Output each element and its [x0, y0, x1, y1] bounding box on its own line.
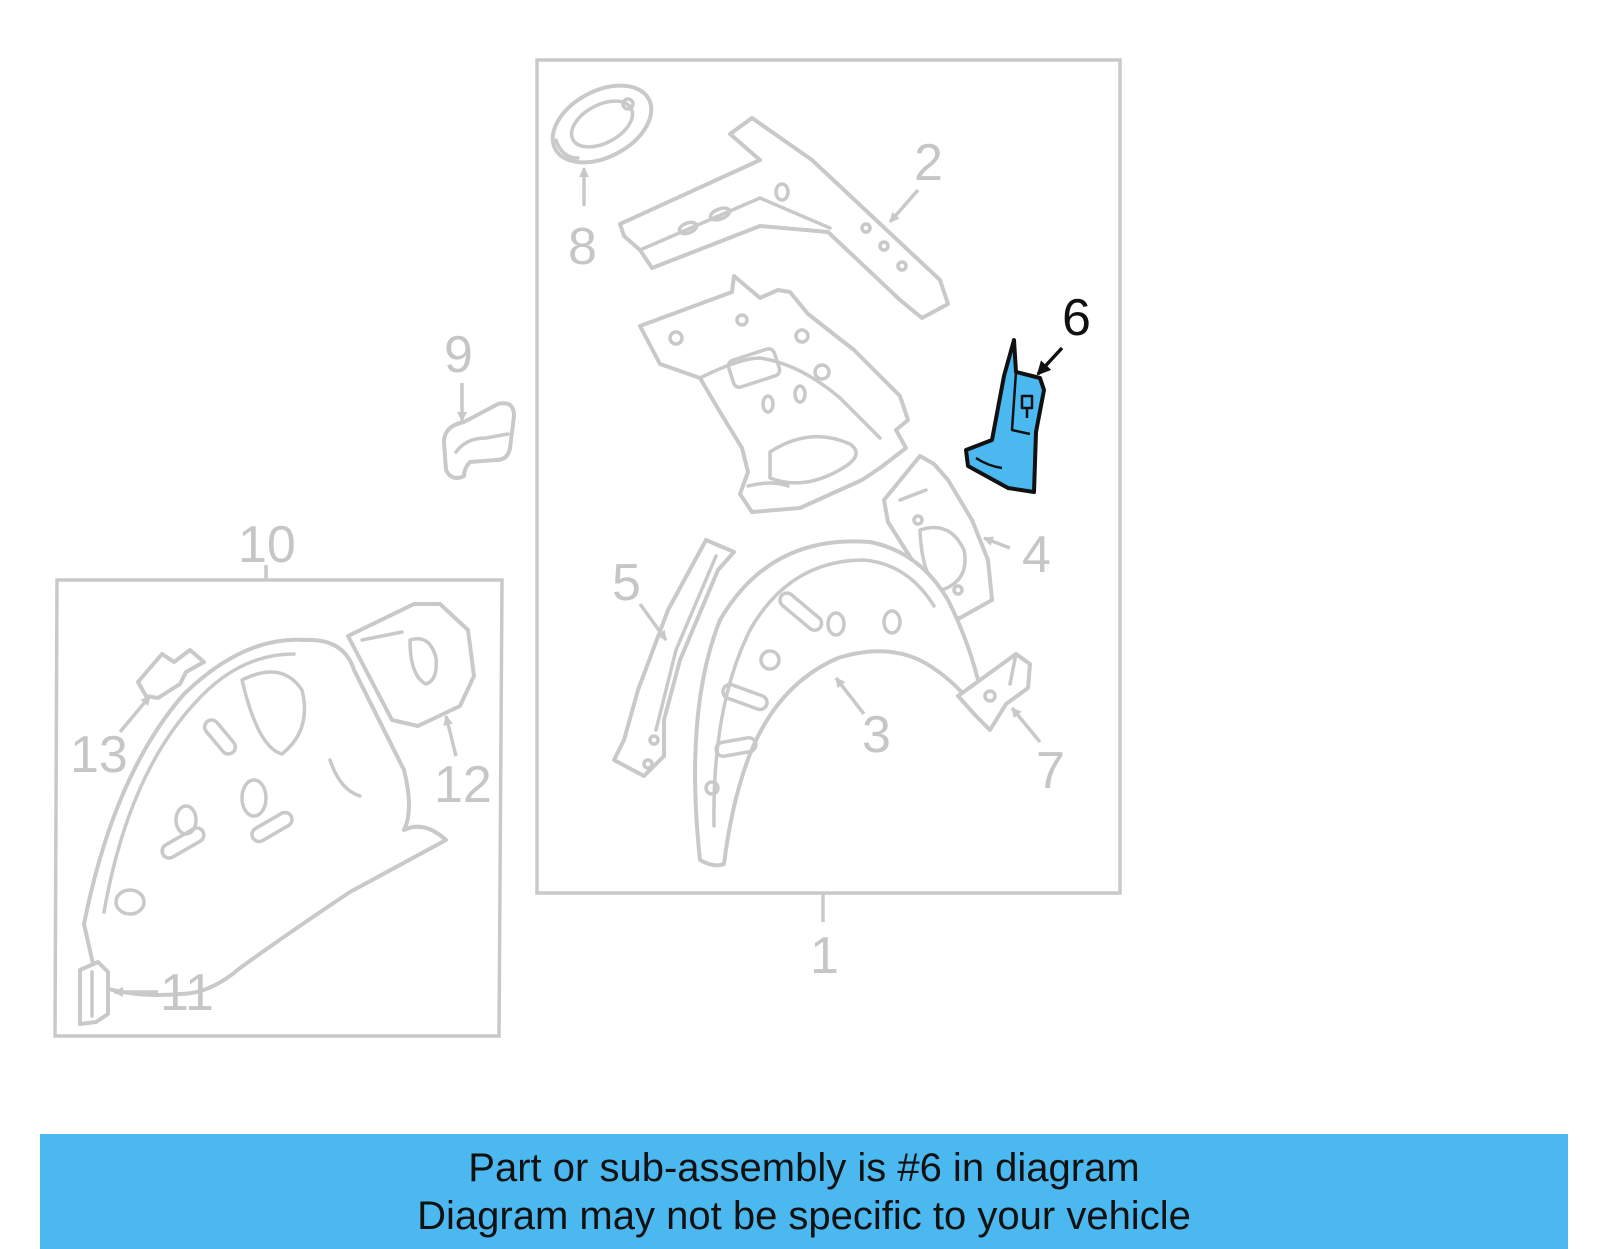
- part-2-rail: [618, 116, 950, 320]
- callout-12-leader: [443, 715, 458, 757]
- info-banner: Part or sub-assembly is #6 in diagram Di…: [40, 1134, 1568, 1249]
- assembly-10-frame: [53, 578, 504, 1038]
- callout-8-label: 8: [568, 218, 597, 276]
- callout-2-leader: [888, 188, 920, 224]
- callout-2-label: 2: [914, 134, 943, 192]
- part-5-pillar: [612, 538, 736, 778]
- part-9-bracket: [442, 401, 516, 480]
- callout-9-label: 9: [444, 326, 473, 384]
- part-11-clip: [78, 960, 110, 1026]
- banner-line-1: Part or sub-assembly is #6 in diagram: [468, 1145, 1140, 1190]
- callout-3-leader: [834, 676, 866, 716]
- callout-4-label: 4: [1022, 526, 1051, 584]
- callout-11-label: 11: [160, 964, 214, 1022]
- banner-line-2: Diagram may not be specific to your vehi…: [417, 1193, 1191, 1238]
- callout-7-label: 7: [1036, 742, 1065, 800]
- callout-13-label: 13: [70, 726, 128, 784]
- callout-7-leader: [1010, 706, 1042, 744]
- quarter-inner-panel: [638, 274, 910, 514]
- callout-12-label: 12: [434, 756, 492, 814]
- part-7-gusset: [956, 652, 1032, 732]
- callout-10-label: 10: [238, 516, 296, 574]
- part-3-wheelhouse: [693, 539, 984, 868]
- callout-5-leader: [638, 602, 668, 642]
- callout-4-leader: [983, 536, 1011, 550]
- callout-6-label: 6: [1062, 289, 1091, 347]
- callout-5-label: 5: [612, 554, 641, 612]
- part-13-clip: [136, 648, 206, 700]
- callout-1-label: 1: [810, 927, 839, 985]
- callout-3-label: 3: [862, 706, 891, 764]
- part-10-inner-wheelhouse: [82, 637, 448, 997]
- callout-13-leader: [118, 694, 152, 734]
- callout-6-leader: [1036, 346, 1064, 376]
- part-12-bracket: [346, 602, 476, 728]
- part-6-highlighted-brace: [964, 338, 1046, 494]
- part-8-mount: [550, 83, 654, 165]
- assembly-1-frame: [535, 58, 1122, 895]
